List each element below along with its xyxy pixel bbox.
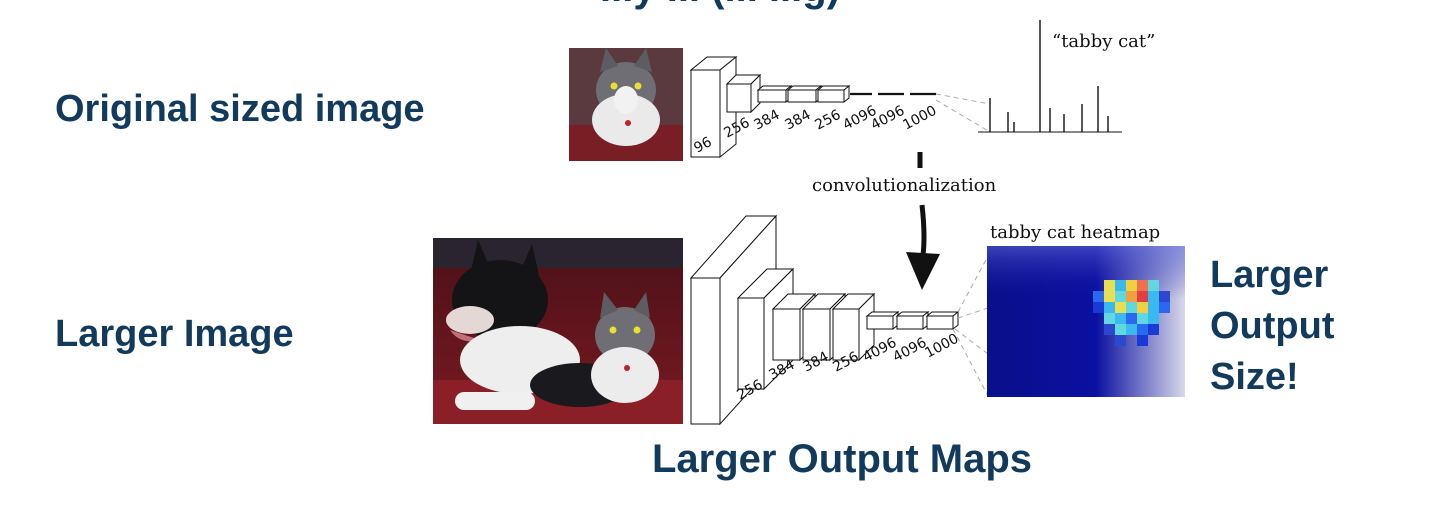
heatmap-cell xyxy=(1115,324,1126,335)
heatmap-cell xyxy=(1115,302,1126,313)
larger-output-size-line-3: Size! xyxy=(1210,356,1299,398)
heatmap-cell xyxy=(1104,291,1115,302)
heatmap-cell xyxy=(1093,302,1104,313)
bottom-layer-block-1000 xyxy=(925,310,960,331)
small-cat-photo xyxy=(569,48,683,161)
heatmap-cell xyxy=(1126,324,1137,335)
bottom-layer-size-6: 1000 xyxy=(922,331,961,362)
heatmap-cell xyxy=(1148,291,1159,302)
heatmap-cell xyxy=(1104,302,1115,313)
top-layer-block-256b xyxy=(816,84,851,104)
heatmap-cell xyxy=(1137,313,1148,324)
tabby-cat-heatmap xyxy=(987,246,1185,397)
bottom-layer-block-4096b xyxy=(895,310,930,331)
heatmap-cell xyxy=(1137,335,1148,346)
cropped-slide-title: ...y ... (... ...g) xyxy=(600,0,840,11)
bottom-layer-block-4096a xyxy=(865,310,900,331)
convolutionalization-arrow xyxy=(906,152,940,290)
heatmap-cell xyxy=(1148,280,1159,291)
heatmap-cell xyxy=(1137,291,1148,302)
bottom-output-connectors xyxy=(952,255,989,397)
heatmap-cell xyxy=(1115,313,1126,324)
top-layer-block-256 xyxy=(725,73,762,114)
tabby-cat-output-label: “tabby cat” xyxy=(1052,31,1156,52)
heatmap-cell xyxy=(1115,280,1126,291)
top-layer-block-384a xyxy=(756,84,793,104)
top-layer-block-384b xyxy=(786,84,823,104)
larger-image-label: Larger Image xyxy=(55,313,294,355)
heatmap-cell xyxy=(1104,313,1115,324)
top-layer-size-0: 96 xyxy=(691,134,714,157)
heatmap-cell xyxy=(1148,302,1159,313)
bottom-network xyxy=(689,214,960,426)
larger-output-maps-label: Larger Output Maps xyxy=(652,437,1033,481)
heatmap-cell xyxy=(1126,280,1137,291)
heatmap-cell xyxy=(1126,302,1137,313)
convolutionalization-label: convolutionalization xyxy=(812,175,997,196)
heatmap-cell xyxy=(1137,280,1148,291)
large-dog-cat-photo xyxy=(433,238,683,424)
larger-output-size-line-2: Output xyxy=(1210,305,1335,347)
top-layer-size-7: 1000 xyxy=(900,103,939,134)
heatmap-cell xyxy=(1126,291,1137,302)
heatmap-cell xyxy=(1159,302,1170,313)
heatmap-cell xyxy=(1115,291,1126,302)
bottom-layer-block-256b xyxy=(831,292,876,362)
heatmap-cells xyxy=(1093,280,1170,346)
top-output-connectors xyxy=(935,93,991,133)
heatmap-cell xyxy=(1104,280,1115,291)
tabby-cat-bar-output xyxy=(978,20,1122,133)
heatmap-cell xyxy=(1159,291,1170,302)
heatmap-cell xyxy=(1137,324,1148,335)
heatmap-cell xyxy=(1148,313,1159,324)
original-sized-image-label: Original sized image xyxy=(55,88,425,130)
heatmap-cell xyxy=(1104,324,1115,335)
top-layer-size-3: 384 xyxy=(782,107,813,134)
heatmap-cell xyxy=(1137,302,1148,313)
heatmap-cell xyxy=(1126,313,1137,324)
top-layer-size-4: 256 xyxy=(812,107,843,134)
top-network xyxy=(689,55,936,159)
heatmap-cell xyxy=(1148,324,1159,335)
heatmap-cell xyxy=(1115,335,1126,346)
heatmap-title-label: tabby cat heatmap xyxy=(990,222,1161,243)
larger-output-size-label: Larger Output Size! xyxy=(1210,250,1335,403)
heatmap-cell xyxy=(1093,291,1104,302)
top-layer-size-2: 384 xyxy=(751,107,782,134)
larger-output-size-line-1: Larger xyxy=(1210,254,1329,296)
